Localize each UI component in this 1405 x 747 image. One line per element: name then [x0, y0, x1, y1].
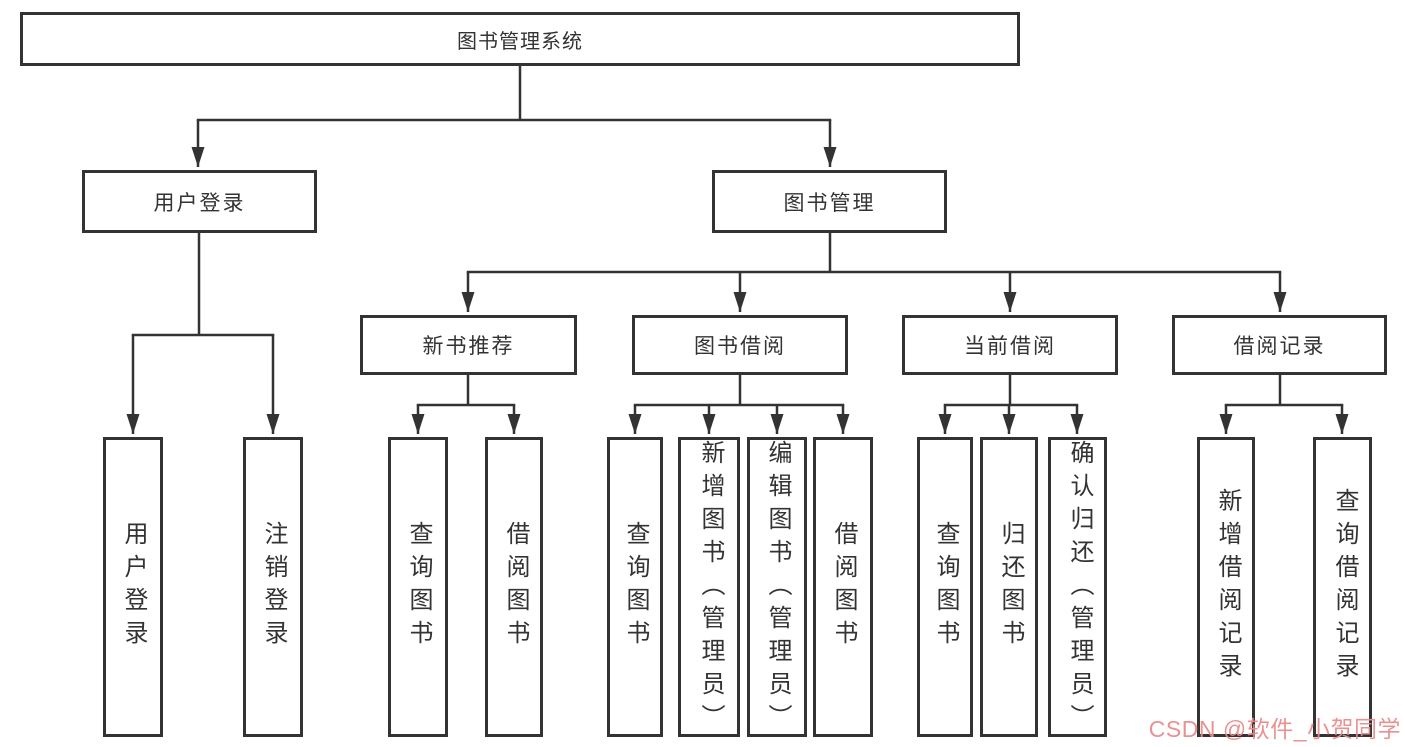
watermark: CSDN @软件_小贺同学	[1148, 716, 1401, 742]
node-book-management: 图书管理	[712, 170, 947, 233]
leaf-current-query-books: 查询图书	[917, 437, 973, 737]
leaf-borrow-borrow-books: 借阅图书	[813, 437, 873, 737]
node-borrowing-records: 借阅记录	[1172, 315, 1387, 375]
leaf-records-query-record: 查询借阅记录	[1313, 437, 1372, 737]
node-book-borrowing: 图书借阅	[632, 315, 848, 375]
leaf-newbook-borrow-books: 借阅图书	[485, 437, 543, 737]
leaf-user-login: 用户登录	[103, 437, 163, 737]
node-user-login: 用户登录	[82, 170, 317, 233]
node-root: 图书管理系统	[20, 12, 1020, 66]
node-new-book-recommend: 新书推荐	[360, 315, 577, 375]
leaf-newbook-query-books: 查询图书	[388, 437, 448, 737]
leaf-borrow-add-books-admin: 新增图书（管理员）	[678, 437, 740, 737]
leaf-borrow-edit-books-admin: 编辑图书（管理员）	[747, 437, 807, 737]
node-current-borrowing: 当前借阅	[902, 315, 1118, 375]
leaf-current-confirm-return-admin: 确认归还（管理员）	[1048, 437, 1107, 737]
leaf-logout: 注销登录	[243, 437, 303, 737]
leaf-current-return-books: 归还图书	[980, 437, 1038, 737]
leaf-records-add-record: 新增借阅记录	[1197, 437, 1255, 737]
leaf-borrow-query-books: 查询图书	[607, 437, 663, 737]
